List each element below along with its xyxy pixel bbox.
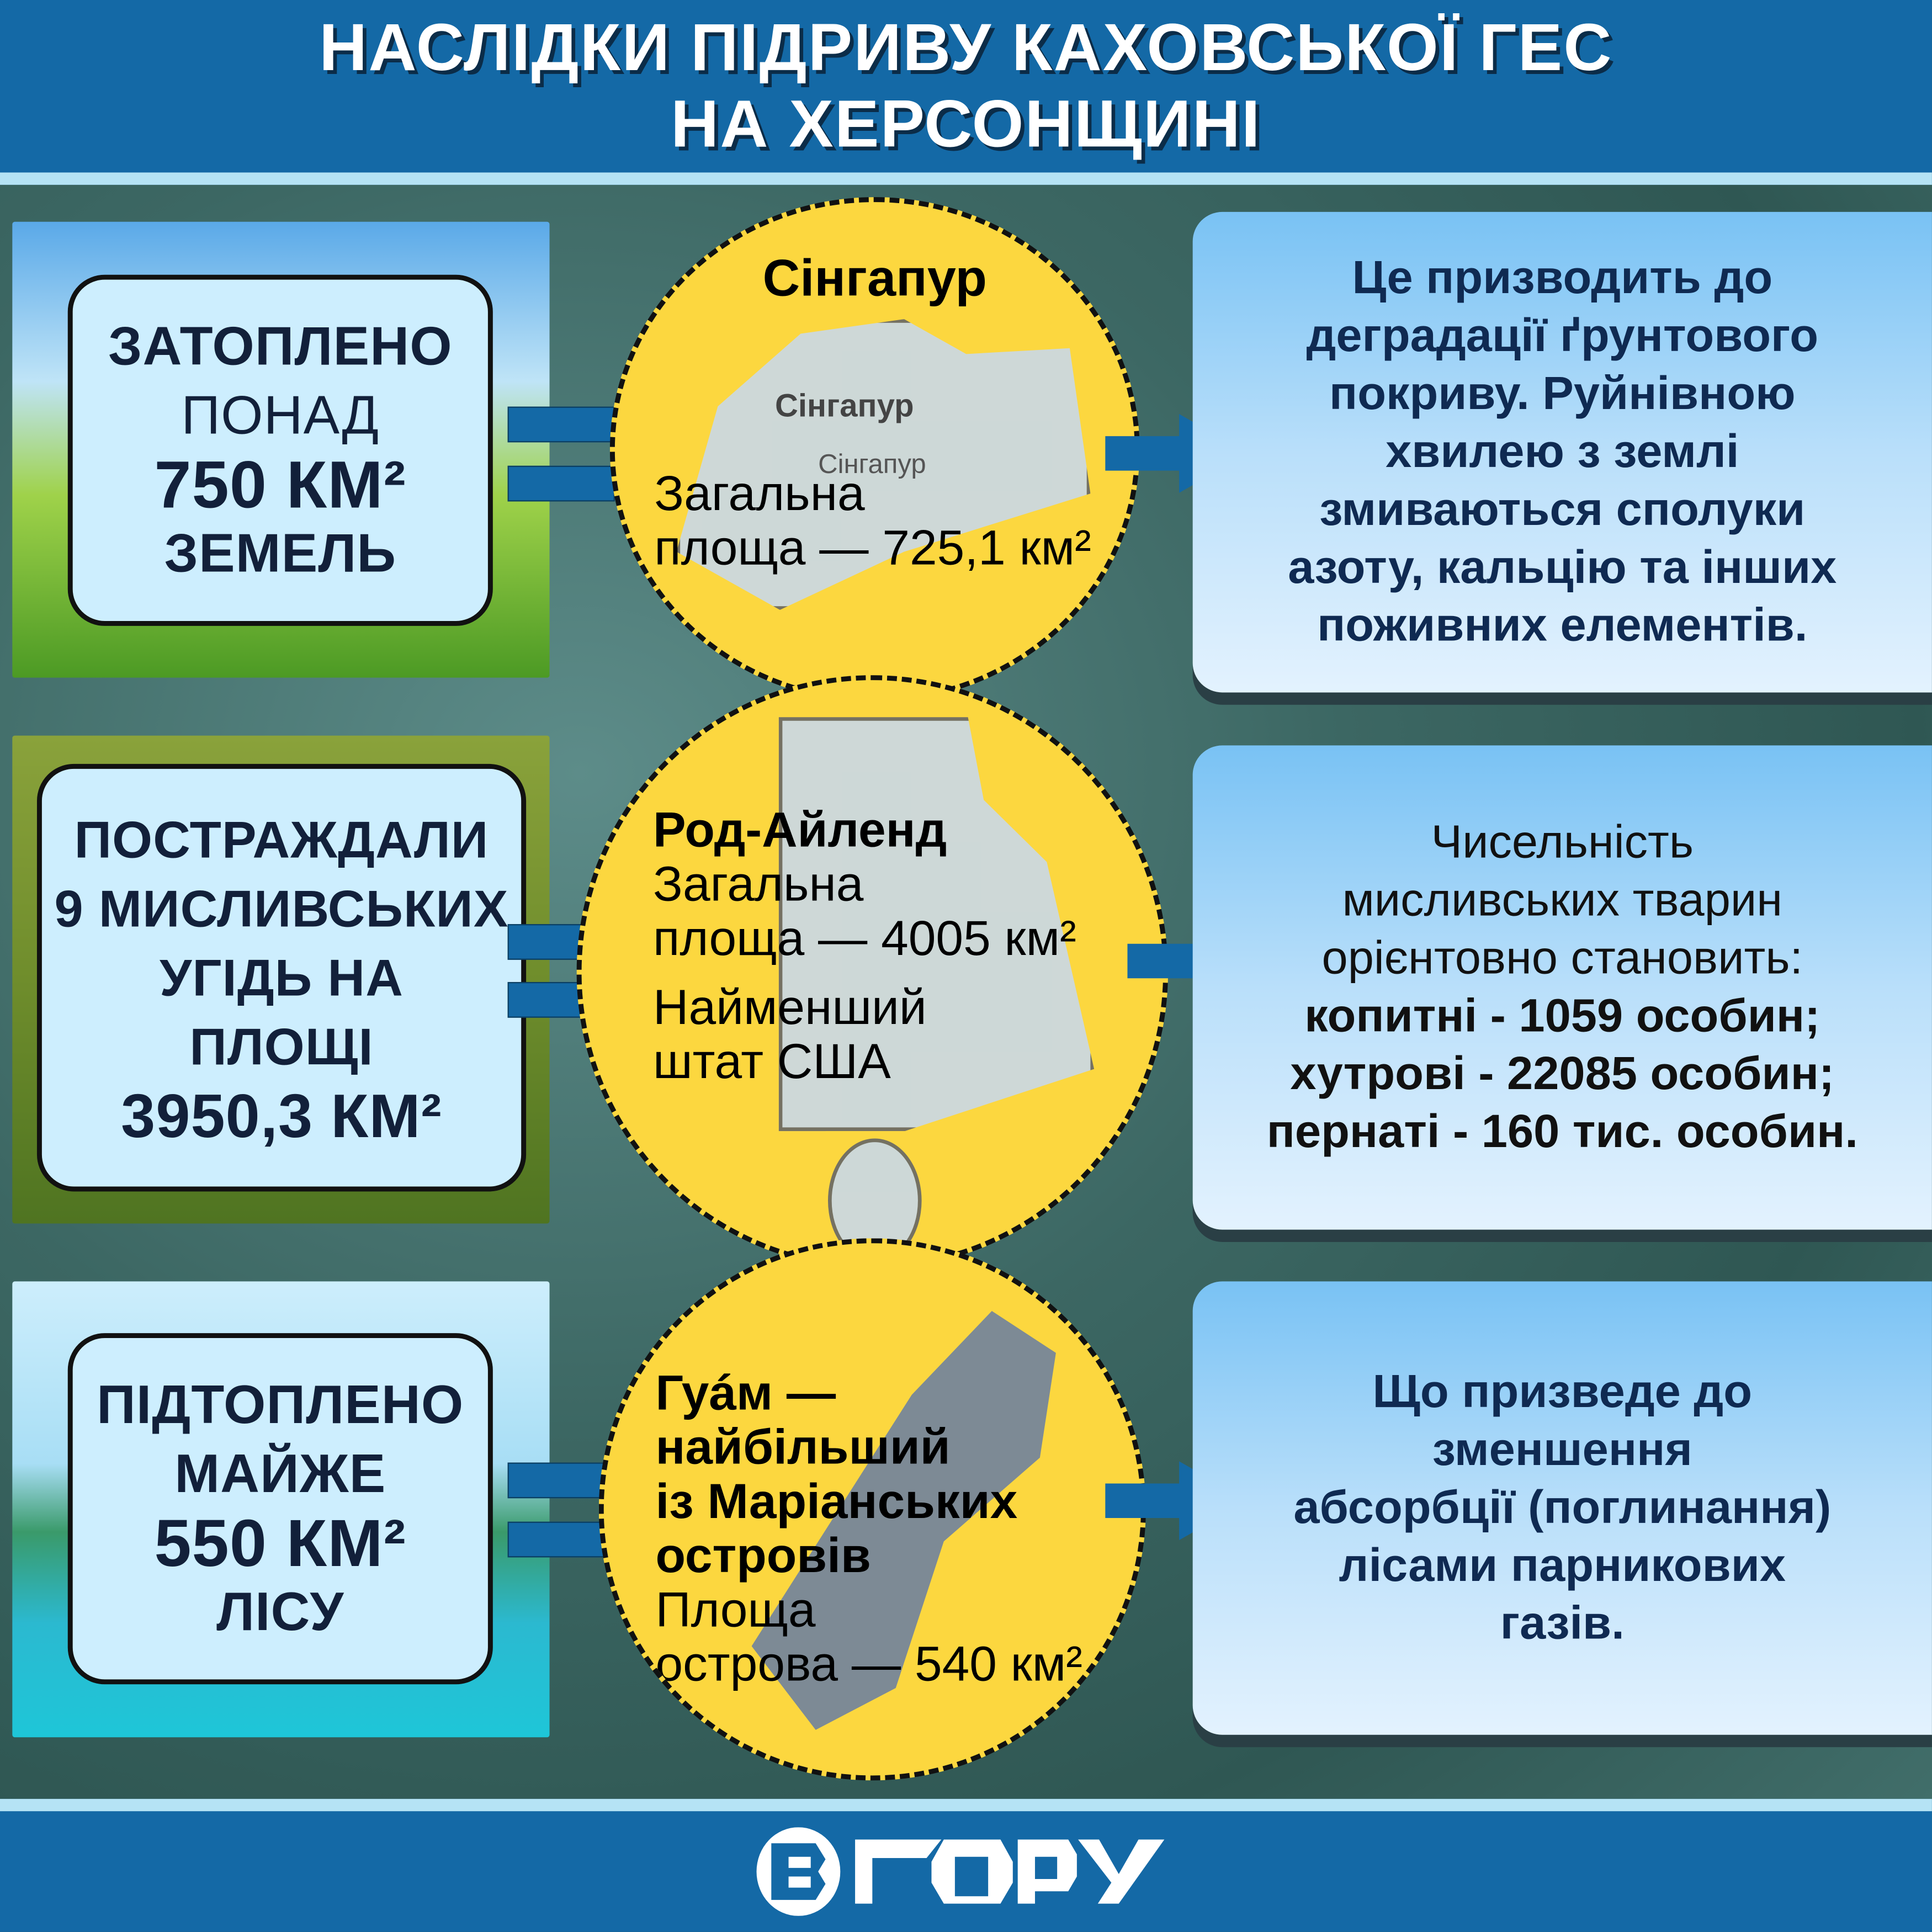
rhode-island-circle: Род-Айленд Загальна площа — 4005 км² Най… — [576, 675, 1169, 1270]
text: 550 КМ² — [154, 1506, 407, 1580]
text: азоту, кальцію та інших — [1288, 542, 1837, 593]
equals-bar — [507, 406, 615, 443]
circle-text: Загальна площа — 725,1 км² — [654, 467, 1091, 575]
text: ПЛОЩІ — [189, 1017, 374, 1075]
circle-text: Род-Айленд Загальна площа — 4005 км² Най… — [653, 803, 1076, 1089]
forest-box: ПІДТОПЛЕНО МАЙЖЕ 550 КМ² ЛІСУ — [67, 1333, 493, 1685]
text: змиваються сполуки — [1319, 484, 1806, 535]
singapore-circle: Сінгапур Сінгапур Сінгапур Загальна площ… — [609, 197, 1140, 703]
text: орієнтовно становить: — [1321, 932, 1803, 984]
text: хвилею з землі — [1386, 426, 1739, 477]
text: газів. — [1500, 1597, 1625, 1649]
animal-count-box: Чисельність мисливських тварин орієнтовно … — [1192, 745, 1932, 1230]
title-line: НАСЛІДКИ ПІДРИВУ КАХОВСЬКОЇ ГЕС — [319, 11, 1613, 86]
map-label: Сінгапур — [818, 448, 926, 480]
text: Загальна — [654, 466, 865, 522]
guam-circle: Гуáм — найбільший із Маріанських острові… — [598, 1238, 1146, 1781]
text: Це призводить до — [1352, 252, 1773, 304]
text: ПОНАД — [181, 385, 380, 445]
text: 9 МИСЛИВСЬКИХ — [54, 879, 509, 937]
circle-heading: островів — [655, 1529, 871, 1584]
text: штат США — [653, 1034, 891, 1090]
flooded-land-box: ЗАТОПЛЕНО ПОНАД 750 КМ² ЗЕМЕЛЬ — [67, 274, 493, 626]
footer-band — [0, 1798, 1932, 1932]
equals-bar — [507, 465, 615, 502]
text: ПОСТРАЖДАЛИ — [74, 810, 489, 868]
circle-heading: Сінгапур — [762, 248, 987, 307]
text: Площа — [655, 1583, 816, 1638]
text: площа — 725,1 км² — [654, 521, 1091, 576]
text: деградації ґрунтового — [1306, 310, 1819, 362]
soil-degradation-box: Це призводить до деградації ґрунтового пок… — [1192, 211, 1932, 693]
equals-bar — [507, 1521, 615, 1558]
page-title: НАСЛІДКИ ПІДРИВУ КАХОВСЬКОЇ ГЕС НА ХЕРСО… — [0, 10, 1932, 163]
text: ПІДТОПЛЕНО — [97, 1374, 464, 1435]
text: копитні - 1059 особин; — [1304, 990, 1820, 1042]
text: абсорбції (поглинання) — [1293, 1482, 1832, 1533]
text: мисливських тварин — [1342, 874, 1783, 926]
circle-heading: Гуáм — найбільший — [655, 1366, 951, 1475]
text: острова — 540 км² — [655, 1637, 1082, 1692]
text: лісами парникових — [1339, 1540, 1786, 1591]
text: Загальна — [653, 857, 864, 912]
text: площа — 4005 км² — [653, 911, 1076, 966]
text: покриву. Руйнівною — [1329, 368, 1796, 420]
title-line: НА ХЕРСОНЩИНІ — [671, 87, 1261, 162]
hunting-grounds-box: ПОСТРАЖДАЛИ 9 МИСЛИВСЬКИХ УГІДЬ НА ПЛОЩІ… — [36, 763, 527, 1192]
text: ЛІСУ — [216, 1581, 344, 1642]
equals-bar — [507, 1462, 615, 1499]
gas-absorption-box: Що призведе до зменшення абсорбції (поглин… — [1192, 1281, 1932, 1735]
text: хутрові - 22085 особин; — [1290, 1048, 1835, 1100]
header-band — [0, 0, 1932, 185]
circle-heading: із Маріанських — [655, 1474, 1018, 1530]
text: УГІДЬ НА — [159, 948, 404, 1006]
text: ЗЕМЕЛЬ — [164, 523, 397, 583]
text: поживних елементів. — [1317, 599, 1808, 651]
text: ЗАТОПЛЕНО — [108, 316, 453, 376]
map-label: Сінгапур — [774, 386, 914, 424]
text: зменшення — [1432, 1424, 1692, 1475]
text: Чисельність — [1431, 816, 1694, 868]
text: Що призведе до — [1372, 1366, 1753, 1418]
text: МАЙЖЕ — [174, 1443, 386, 1504]
vgoru-logo — [756, 1827, 1165, 1916]
circle-heading: Род-Айленд — [653, 803, 947, 858]
circle-text: Гуáм — найбільший із Маріанських острові… — [655, 1366, 1140, 1691]
text: пернаті - 160 тис. особин. — [1266, 1106, 1858, 1158]
text: 3950,3 КМ² — [121, 1081, 442, 1150]
text: 750 КМ² — [154, 448, 407, 522]
text: Найменший — [653, 980, 927, 1035]
